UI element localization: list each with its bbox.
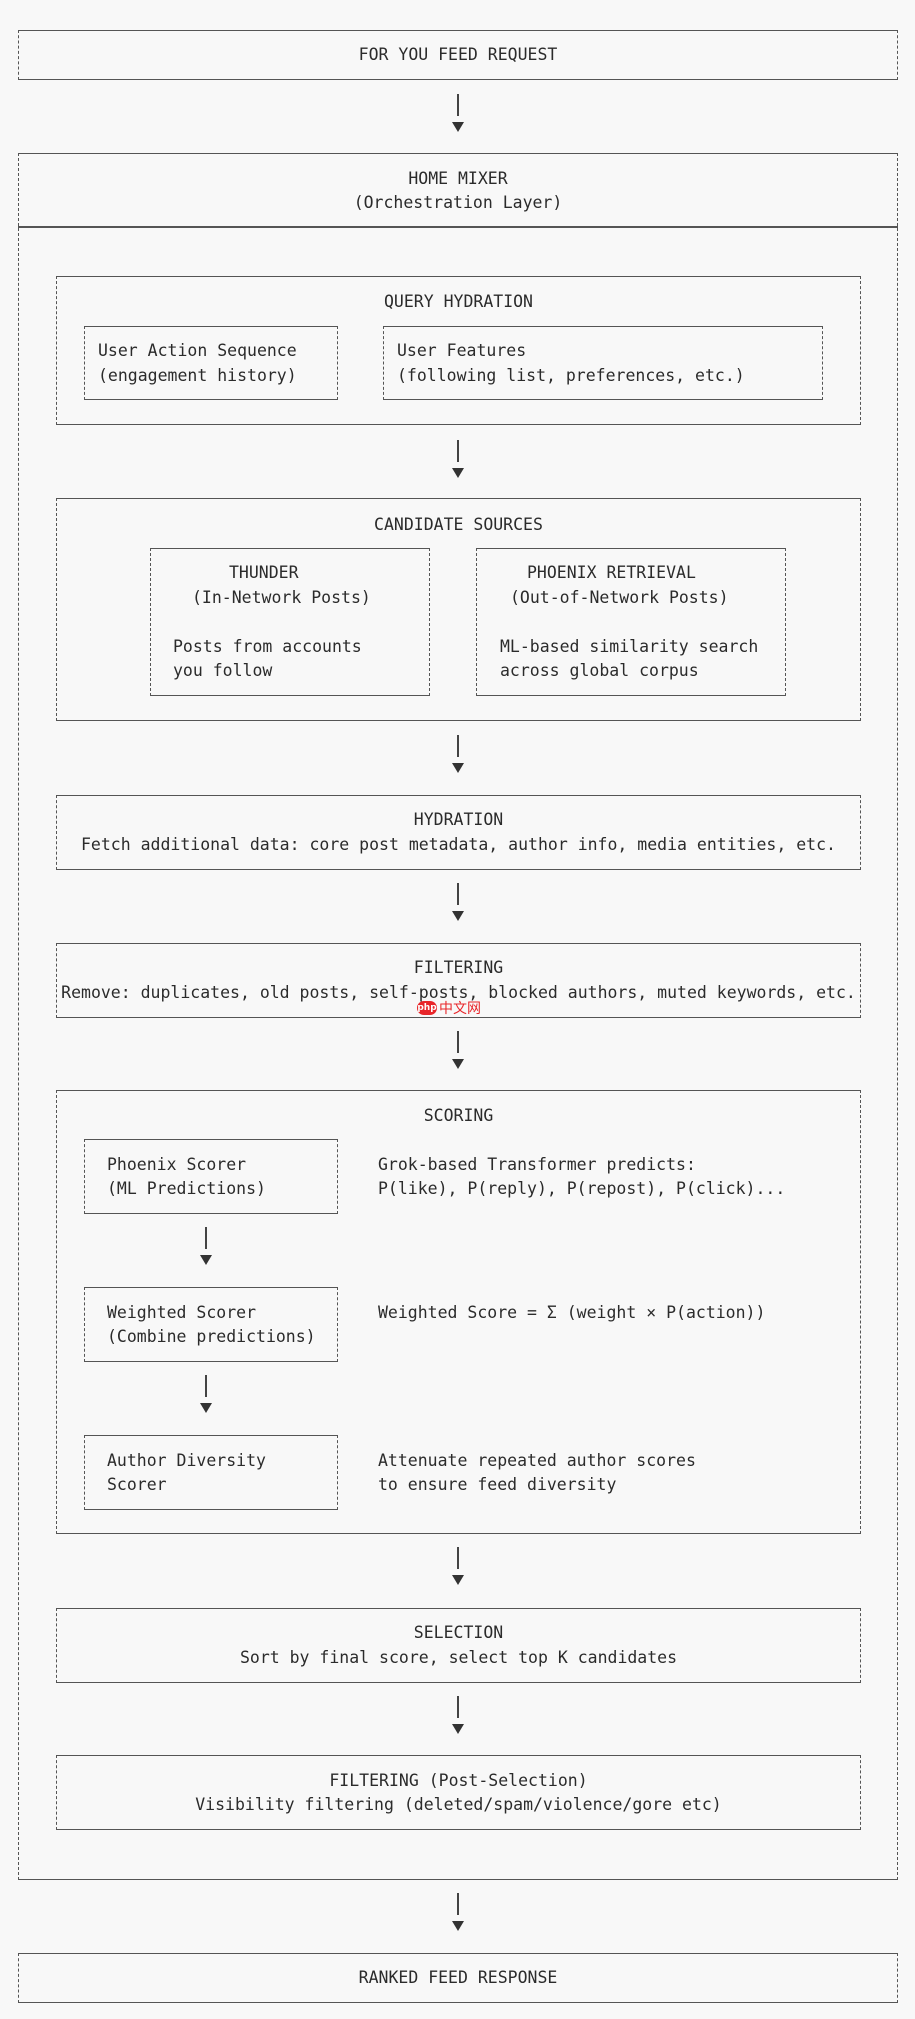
thunder-desc2: you follow [173, 661, 273, 680]
user-features-line2: (following list, preferences, etc.) [397, 366, 745, 385]
home-mixer-divider [18, 226, 898, 228]
query-hydration-title: QUERY HYDRATION [383, 292, 533, 311]
filtering-desc: Remove: duplicates, old posts, self-post… [61, 983, 856, 1002]
thunder-box [150, 548, 430, 696]
filtering-box [56, 943, 861, 1018]
hydration-title: HYDRATION [413, 810, 504, 829]
hydration-desc: Fetch additional data: core post metadat… [81, 835, 836, 854]
thunder-desc1: Posts from accounts [173, 637, 362, 656]
weighted-scorer-line1: Weighted Scorer [107, 1303, 257, 1322]
watermark-logo: php 中文网 [417, 998, 481, 1018]
phoenix-scorer-line1: Phoenix Scorer [107, 1155, 247, 1174]
watermark-text: 中文网 [439, 1001, 481, 1017]
author-diversity-box [84, 1435, 338, 1510]
arrow-down-icon [448, 440, 468, 480]
phoenix-scorer-box [84, 1139, 338, 1214]
thunder-title: THUNDER [229, 563, 299, 582]
ranked-feed-response-title: RANKED FEED RESPONSE [358, 1968, 558, 1987]
feed-request-box [18, 30, 898, 80]
user-action-line1: User Action Sequence [98, 341, 297, 360]
filtering-title: FILTERING [413, 958, 504, 977]
candidate-sources-box [56, 498, 861, 721]
scoring-box [56, 1090, 861, 1534]
arrow-down-icon [448, 1696, 468, 1736]
phoenix-scorer-desc2: P(like), P(reply), P(repost), P(click)..… [378, 1179, 786, 1198]
weighted-scorer-desc1: Weighted Score = Σ (weight × P(action)) [378, 1303, 766, 1322]
arrow-down-icon [196, 1227, 216, 1267]
home-mixer-box [18, 153, 898, 1880]
selection-title: SELECTION [413, 1623, 504, 1642]
post-filtering-desc: Visibility filtering (deleted/spam/viole… [195, 1795, 722, 1814]
weighted-scorer-line2: (Combine predictions) [107, 1327, 316, 1346]
query-hydration-box [56, 276, 861, 425]
arrow-down-icon [448, 1893, 468, 1933]
arrow-down-icon [448, 883, 468, 923]
post-filtering-title: FILTERING (Post-Selection) [329, 1771, 588, 1790]
thunder-subtitle: (In-Network Posts) [192, 588, 371, 607]
user-features-box [383, 326, 823, 400]
user-features-line1: User Features [397, 341, 527, 360]
phoenix-scorer-desc1: Grok-based Transformer predicts: [378, 1155, 696, 1174]
author-diversity-line2: Scorer [107, 1475, 167, 1494]
phoenix-retrieval-box [476, 548, 786, 696]
phoenix-retrieval-subtitle: (Out-of-Network Posts) [510, 588, 729, 607]
ranked-feed-response-box [18, 1953, 898, 2003]
phoenix-retrieval-desc2: across global corpus [500, 661, 699, 680]
user-action-box [84, 326, 338, 400]
phoenix-retrieval-desc1: ML-based similarity search [500, 637, 759, 656]
arrow-down-icon [448, 1031, 468, 1071]
weighted-scorer-box [84, 1287, 338, 1362]
candidate-sources-title: CANDIDATE SOURCES [374, 515, 543, 534]
phoenix-retrieval-title: PHOENIX RETRIEVAL [527, 563, 696, 582]
arrow-down-icon [448, 94, 468, 134]
author-diversity-line1: Author Diversity [107, 1451, 266, 1470]
post-filtering-box [56, 1755, 861, 1830]
phoenix-scorer-line2: (ML Predictions) [107, 1179, 266, 1198]
arrow-down-icon [448, 735, 468, 775]
home-mixer-title: HOME MIXER [408, 169, 508, 188]
author-diversity-desc2: to ensure feed diversity [378, 1475, 617, 1494]
scoring-title: SCORING [423, 1106, 494, 1125]
watermark-badge: php [417, 1001, 437, 1015]
feed-request-title: FOR YOU FEED REQUEST [358, 45, 558, 64]
hydration-box [56, 795, 861, 870]
home-mixer-subtitle: (Orchestration Layer) [353, 193, 563, 212]
selection-desc: Sort by final score, select top K candid… [239, 1648, 678, 1667]
arrow-down-icon [448, 1547, 468, 1587]
author-diversity-desc1: Attenuate repeated author scores [378, 1451, 696, 1470]
arrow-down-icon [196, 1375, 216, 1415]
selection-box [56, 1608, 861, 1683]
user-action-line2: (engagement history) [98, 366, 297, 385]
